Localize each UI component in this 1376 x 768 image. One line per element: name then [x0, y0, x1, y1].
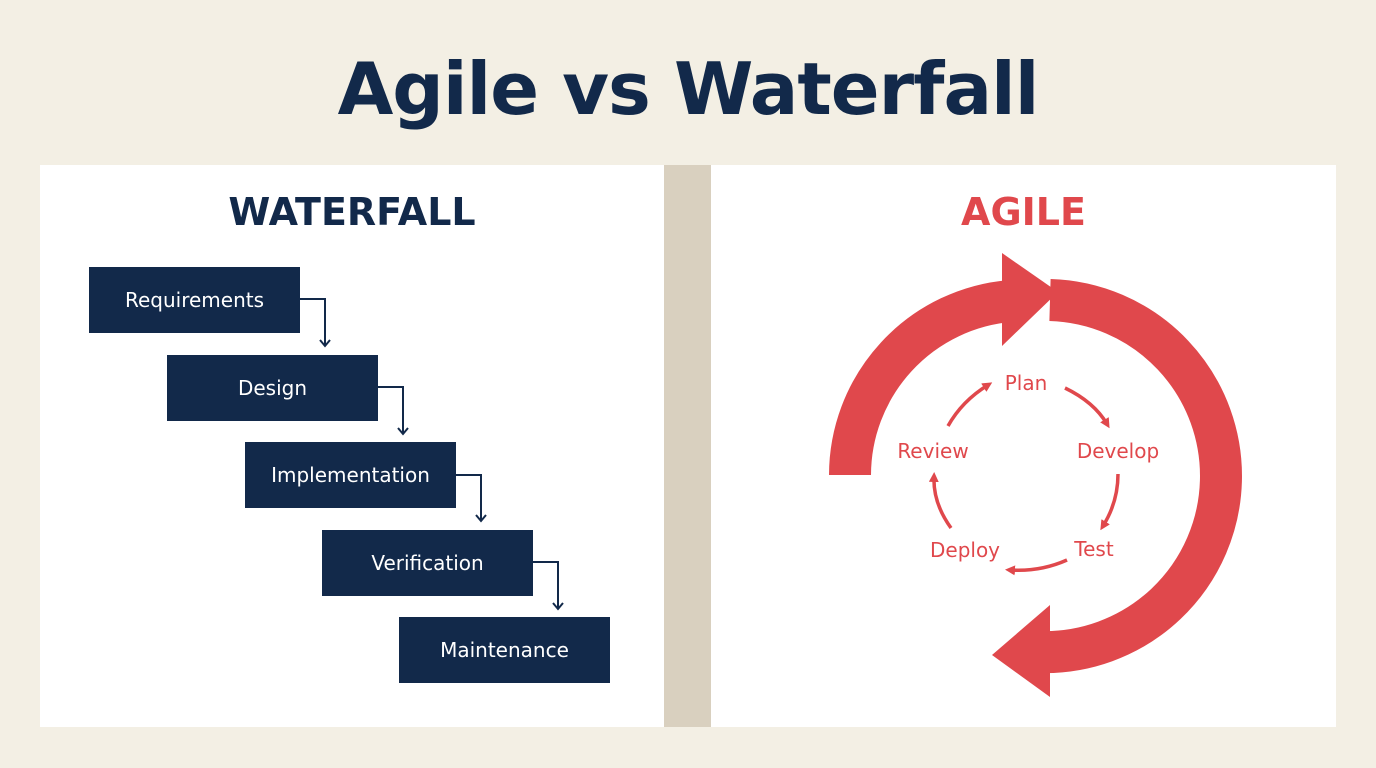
waterfall-arrow-3	[456, 474, 487, 523]
agile-stage-test: Test	[1073, 537, 1114, 561]
waterfall-step-requirements: Requirements	[89, 267, 300, 333]
agile-stage-plan: Plan	[1005, 371, 1048, 395]
waterfall-heading: WATERFALL	[228, 190, 476, 234]
page-title: Agile vs Waterfall	[337, 47, 1040, 131]
inner-arrow-review-plan	[946, 382, 993, 427]
agile-stage-review: Review	[897, 439, 968, 463]
outer-cycle-arc-top	[829, 280, 1013, 476]
inner-arrow-test-deploy	[1005, 558, 1068, 576]
waterfall-arrow-2	[378, 386, 409, 436]
agile-heading: AGILE	[961, 190, 1086, 234]
outer-cycle-arc-bottom	[1039, 279, 1243, 674]
inner-arrow-develop-test	[1100, 473, 1120, 531]
inner-arrow-deploy-review	[928, 472, 953, 530]
panel-divider	[664, 165, 711, 727]
agile-stage-develop: Develop	[1077, 439, 1159, 463]
agile-stage-deploy: Deploy	[930, 538, 1000, 562]
waterfall-arrow-4	[533, 561, 564, 611]
outer-cycle-arrowhead-bottom	[992, 605, 1050, 697]
waterfall-step-implementation: Implementation	[245, 442, 456, 508]
inner-arrow-plan-develop	[1064, 386, 1110, 429]
waterfall-step-maintenance: Maintenance	[399, 617, 610, 683]
waterfall-step-design: Design	[167, 355, 378, 421]
waterfall-step-verification: Verification	[322, 530, 533, 596]
outer-cycle-arrowhead-top	[1002, 253, 1058, 346]
waterfall-arrow-1	[300, 298, 331, 348]
